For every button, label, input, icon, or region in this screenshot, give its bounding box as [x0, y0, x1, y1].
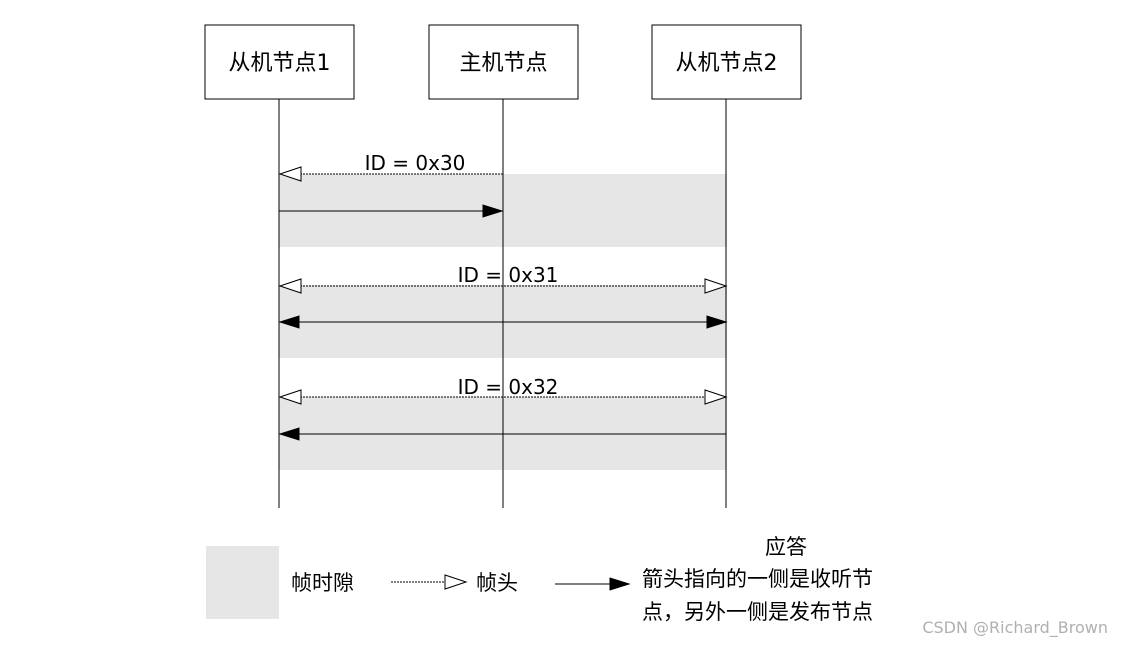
- node-slave2: 从机节点2: [651, 24, 802, 100]
- legend: 帧时隙 帧头 应答 箭头指向的一侧是收听节 点，另外一侧是发布节点: [206, 535, 873, 624]
- node-box: [204, 24, 355, 100]
- header-arrow-1: [278, 166, 503, 182]
- node-master: 主机节点: [428, 24, 579, 100]
- node-label: 主机节点: [459, 51, 547, 76]
- legend-response-desc-line2: 点，另外一侧是发布节点: [642, 600, 873, 624]
- node-slave1: 从机节点1: [204, 24, 355, 100]
- legend-response-arrow: [555, 577, 631, 591]
- node-label: 从机节点2: [676, 51, 778, 76]
- response-arrow-2: [278, 315, 728, 329]
- frame-id-label-2: ID = 0x31: [458, 263, 559, 287]
- legend-header-arrow: [391, 574, 468, 590]
- response-arrow-1: [279, 204, 504, 218]
- frame-id-label-1: ID = 0x30: [365, 151, 466, 175]
- node-label: 从机节点1: [229, 51, 331, 76]
- response-arrow-3: [278, 427, 726, 441]
- watermark: CSDN @Richard_Brown: [922, 618, 1108, 638]
- frame-id-label-3: ID = 0x32: [458, 375, 559, 399]
- legend-slot-swatch: [206, 546, 279, 619]
- legend-slot-label: 帧时隙: [291, 571, 354, 595]
- header-arrow-2: [278, 278, 728, 294]
- legend-response-title: 应答: [765, 535, 807, 559]
- header-arrow-3: [278, 389, 728, 405]
- legend-header-label: 帧头: [476, 571, 518, 595]
- legend-response-desc-line1: 箭头指向的一侧是收听节: [642, 567, 873, 591]
